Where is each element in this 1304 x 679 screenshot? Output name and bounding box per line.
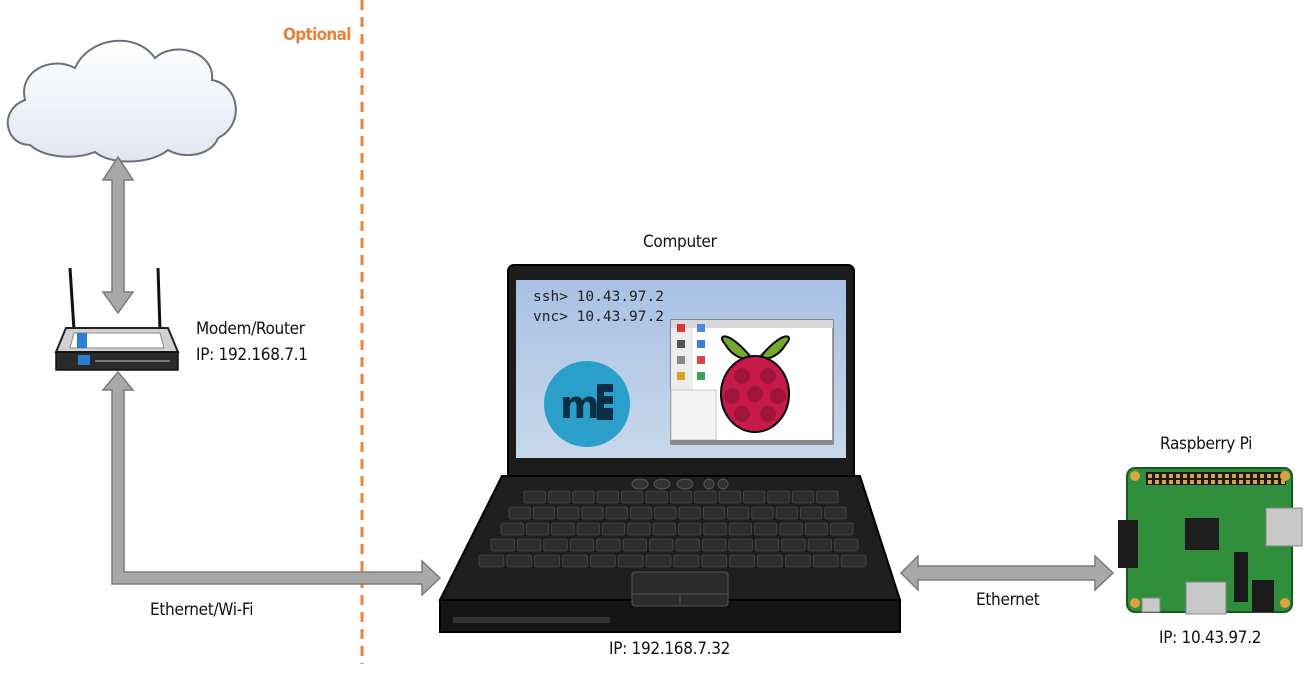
- computer-label: Computer: [643, 232, 717, 252]
- internet-cloud-icon: [6, 39, 237, 163]
- terminal-line-ssh: ssh> 10.43.97.2: [533, 289, 664, 305]
- router-label: Modem/Router: [196, 319, 305, 339]
- raspberry-pi-logo: [720, 335, 790, 433]
- computer-ip: IP: 192.168.7.32: [609, 639, 731, 659]
- svg-text:m: m: [560, 383, 600, 427]
- optional-label: Optional: [283, 25, 351, 45]
- ethernet-wifi-label: Ethernet/Wi-Fi: [150, 600, 254, 620]
- router-icon: [54, 267, 180, 371]
- router-to-computer-arrow: [101, 370, 442, 597]
- raspberry-pi-label: Raspberry Pi: [1160, 434, 1253, 454]
- raspberry-pi-board-icon: [1118, 467, 1303, 615]
- router-ip: IP: 192.168.7.1: [196, 345, 308, 365]
- ethernet-label: Ethernet: [976, 590, 1040, 610]
- terminal-line-vnc: vnc> 10.43.97.2: [533, 309, 664, 325]
- internet-link-arrow: [101, 155, 135, 315]
- terminal-text: ssh> 10.43.97.2 vnc> 10.43.97.2: [533, 287, 664, 327]
- makeembedded-logo: m: [544, 361, 630, 447]
- computer-to-pi-arrow: [899, 554, 1115, 592]
- raspberry-pi-ip: IP: 10.43.97.2: [1159, 628, 1262, 648]
